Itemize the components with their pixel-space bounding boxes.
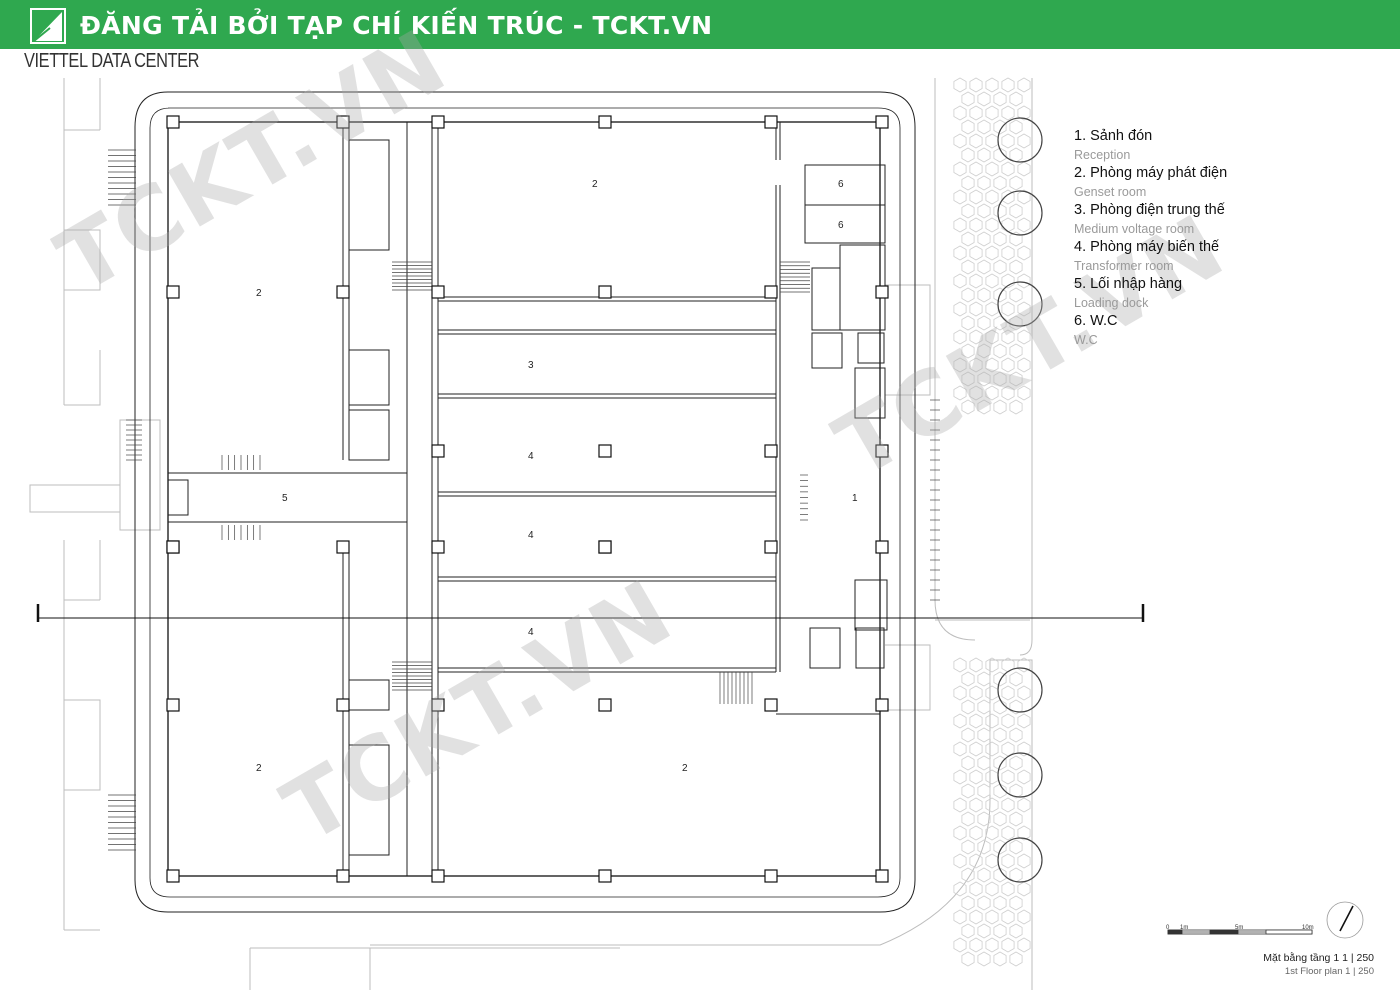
- room-label: 4: [528, 530, 534, 541]
- column: [875, 540, 889, 554]
- column: [336, 698, 350, 712]
- legend-label-en: Genset room: [1074, 185, 1147, 199]
- scale-tick: 5m: [1235, 925, 1243, 931]
- scale-tick: 1m: [1180, 925, 1188, 931]
- column: [598, 115, 612, 129]
- column: [431, 869, 445, 883]
- column: [875, 285, 889, 299]
- room-label: 1: [852, 493, 858, 504]
- legend-label-vi: 2. Phòng máy phát điện: [1074, 165, 1228, 181]
- column: [875, 115, 889, 129]
- column: [166, 285, 180, 299]
- banner-title: ĐĂNG TẢI BỞI TẠP CHÍ KIẾN TRÚC - TCKT.VN: [80, 11, 713, 40]
- column: [764, 869, 778, 883]
- legend-label-vi: 3. Phòng điện trung thế: [1074, 202, 1225, 218]
- legend-label-vi: 4. Phòng máy biến thế: [1074, 239, 1220, 255]
- scale-tick: 10m: [1302, 925, 1314, 931]
- columns: [166, 115, 889, 883]
- legend-label-en: Transformer room: [1074, 259, 1174, 273]
- column: [598, 444, 612, 458]
- column: [875, 698, 889, 712]
- room-label: 4: [528, 451, 534, 462]
- column: [166, 698, 180, 712]
- column: [431, 698, 445, 712]
- legend-label-vi: 5. Lối nhập hàng: [1074, 276, 1183, 292]
- column: [431, 540, 445, 554]
- column: [875, 444, 889, 458]
- project-title: VIETTEL DATA CENTER: [24, 50, 200, 72]
- column: [431, 285, 445, 299]
- room-labels: 2 2 6 6 3 4 4 4 5 1 2 2: [256, 179, 858, 774]
- logo-icon: [30, 8, 66, 44]
- column: [598, 285, 612, 299]
- column: [336, 869, 350, 883]
- section-line: [36, 604, 1145, 622]
- north-arrow-icon: [1326, 901, 1364, 939]
- column: [336, 540, 350, 554]
- walls: [167, 122, 888, 876]
- room-label: 2: [682, 763, 688, 774]
- room-label: 2: [256, 763, 262, 774]
- column: [336, 115, 350, 129]
- stairs: [108, 149, 940, 851]
- column: [336, 285, 350, 299]
- legend-label-vi: 6. W.C: [1074, 313, 1118, 329]
- column: [875, 869, 889, 883]
- column: [598, 698, 612, 712]
- header-banner: ĐĂNG TẢI BỞI TẠP CHÍ KIẾN TRÚC - TCKT.VN: [0, 0, 1400, 49]
- column: [764, 115, 778, 129]
- scale-bar: [1167, 929, 1313, 935]
- column: [764, 698, 778, 712]
- column: [764, 285, 778, 299]
- column: [598, 869, 612, 883]
- column: [764, 540, 778, 554]
- trees: [997, 117, 1043, 883]
- room-label: 6: [838, 220, 844, 231]
- room-label: 3: [528, 360, 534, 371]
- room-label: 2: [256, 288, 262, 299]
- column: [598, 540, 612, 554]
- plan-caption: Mặt bằng tầng 1 1 | 250: [1263, 952, 1374, 964]
- column: [431, 115, 445, 129]
- column: [166, 869, 180, 883]
- legend-item: 6. W.C W.C: [1074, 312, 1227, 349]
- column: [166, 115, 180, 129]
- column: [764, 444, 778, 458]
- legend-label-en: Loading dock: [1074, 296, 1149, 310]
- column: [431, 444, 445, 458]
- room-label: 2: [592, 179, 598, 190]
- room-label: 6: [838, 179, 844, 190]
- column: [166, 540, 180, 554]
- scale-tick: 0: [1166, 925, 1170, 931]
- plan-caption-en: 1st Floor plan 1 | 250: [1284, 966, 1374, 977]
- room-label: 4: [528, 627, 534, 638]
- room-label: 5: [282, 493, 288, 504]
- legend-label-vi: 1. Sảnh đón: [1074, 128, 1153, 144]
- legend-label-en: W.C: [1074, 333, 1098, 347]
- legend-label-en: Medium voltage room: [1074, 222, 1195, 236]
- hex-paving: [953, 77, 1031, 967]
- legend-label-en: Reception: [1074, 148, 1131, 162]
